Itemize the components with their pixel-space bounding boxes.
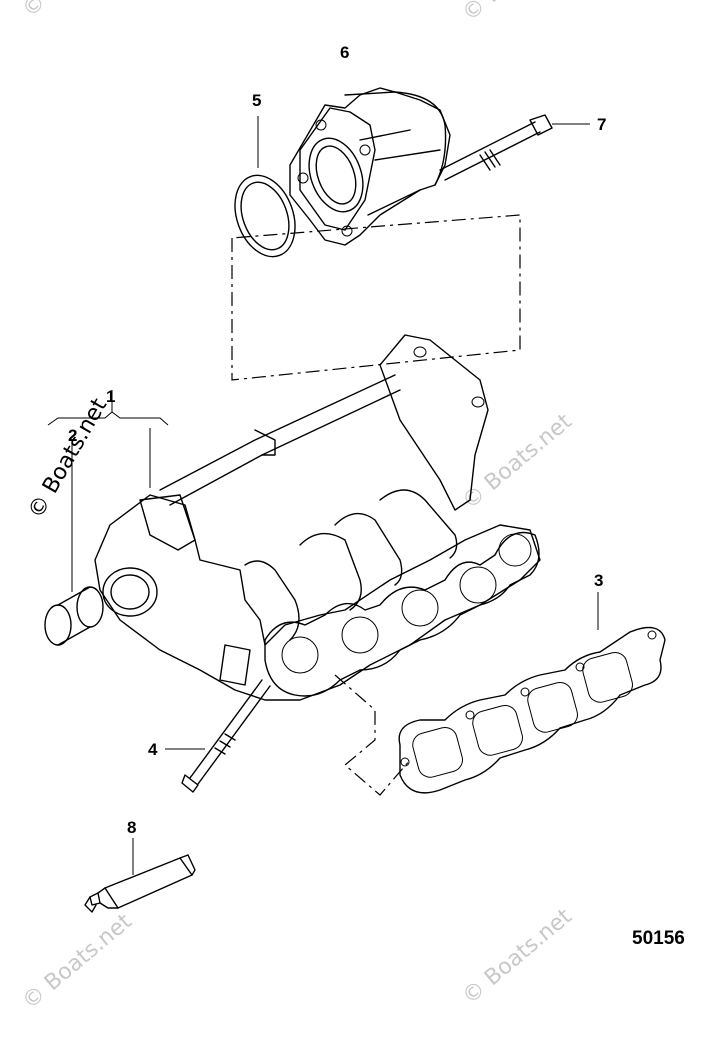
watermark-top-left: © Boats.net xyxy=(18,0,137,23)
watermark-bottom-right: © Boats.net xyxy=(458,904,577,1010)
part-2-sleeve xyxy=(44,440,104,646)
callout-3: 3 xyxy=(594,571,603,590)
watermark-left-vertical: © Boats.net xyxy=(24,394,113,523)
part-4-stud xyxy=(165,679,271,793)
part-7-bolt xyxy=(439,114,590,181)
part-3-gasket xyxy=(398,592,666,794)
part-1-bracket xyxy=(47,390,169,488)
alignment-lines xyxy=(231,214,521,796)
callout-6: 6 xyxy=(340,43,349,62)
callout-4: 4 xyxy=(148,740,158,759)
callout-labels: 1 2 3 4 5 6 7 8 xyxy=(68,43,606,837)
callout-5: 5 xyxy=(252,91,261,110)
part-1-exhaust-manifold xyxy=(94,334,541,701)
watermark-top-right: © Boats.net xyxy=(458,0,577,27)
callout-7: 7 xyxy=(597,115,606,134)
watermark-middle-right: © Boats.net xyxy=(458,409,577,515)
callout-1: 1 xyxy=(106,387,115,406)
part-5-gasket xyxy=(234,116,296,258)
callout-8: 8 xyxy=(127,818,136,837)
watermark-bottom-left: © Boats.net xyxy=(18,909,137,1015)
part-8-sealant-tube xyxy=(84,838,196,913)
part-6-elbow xyxy=(289,87,451,246)
figure-number: 50156 xyxy=(632,928,685,949)
callout-2: 2 xyxy=(68,426,77,445)
